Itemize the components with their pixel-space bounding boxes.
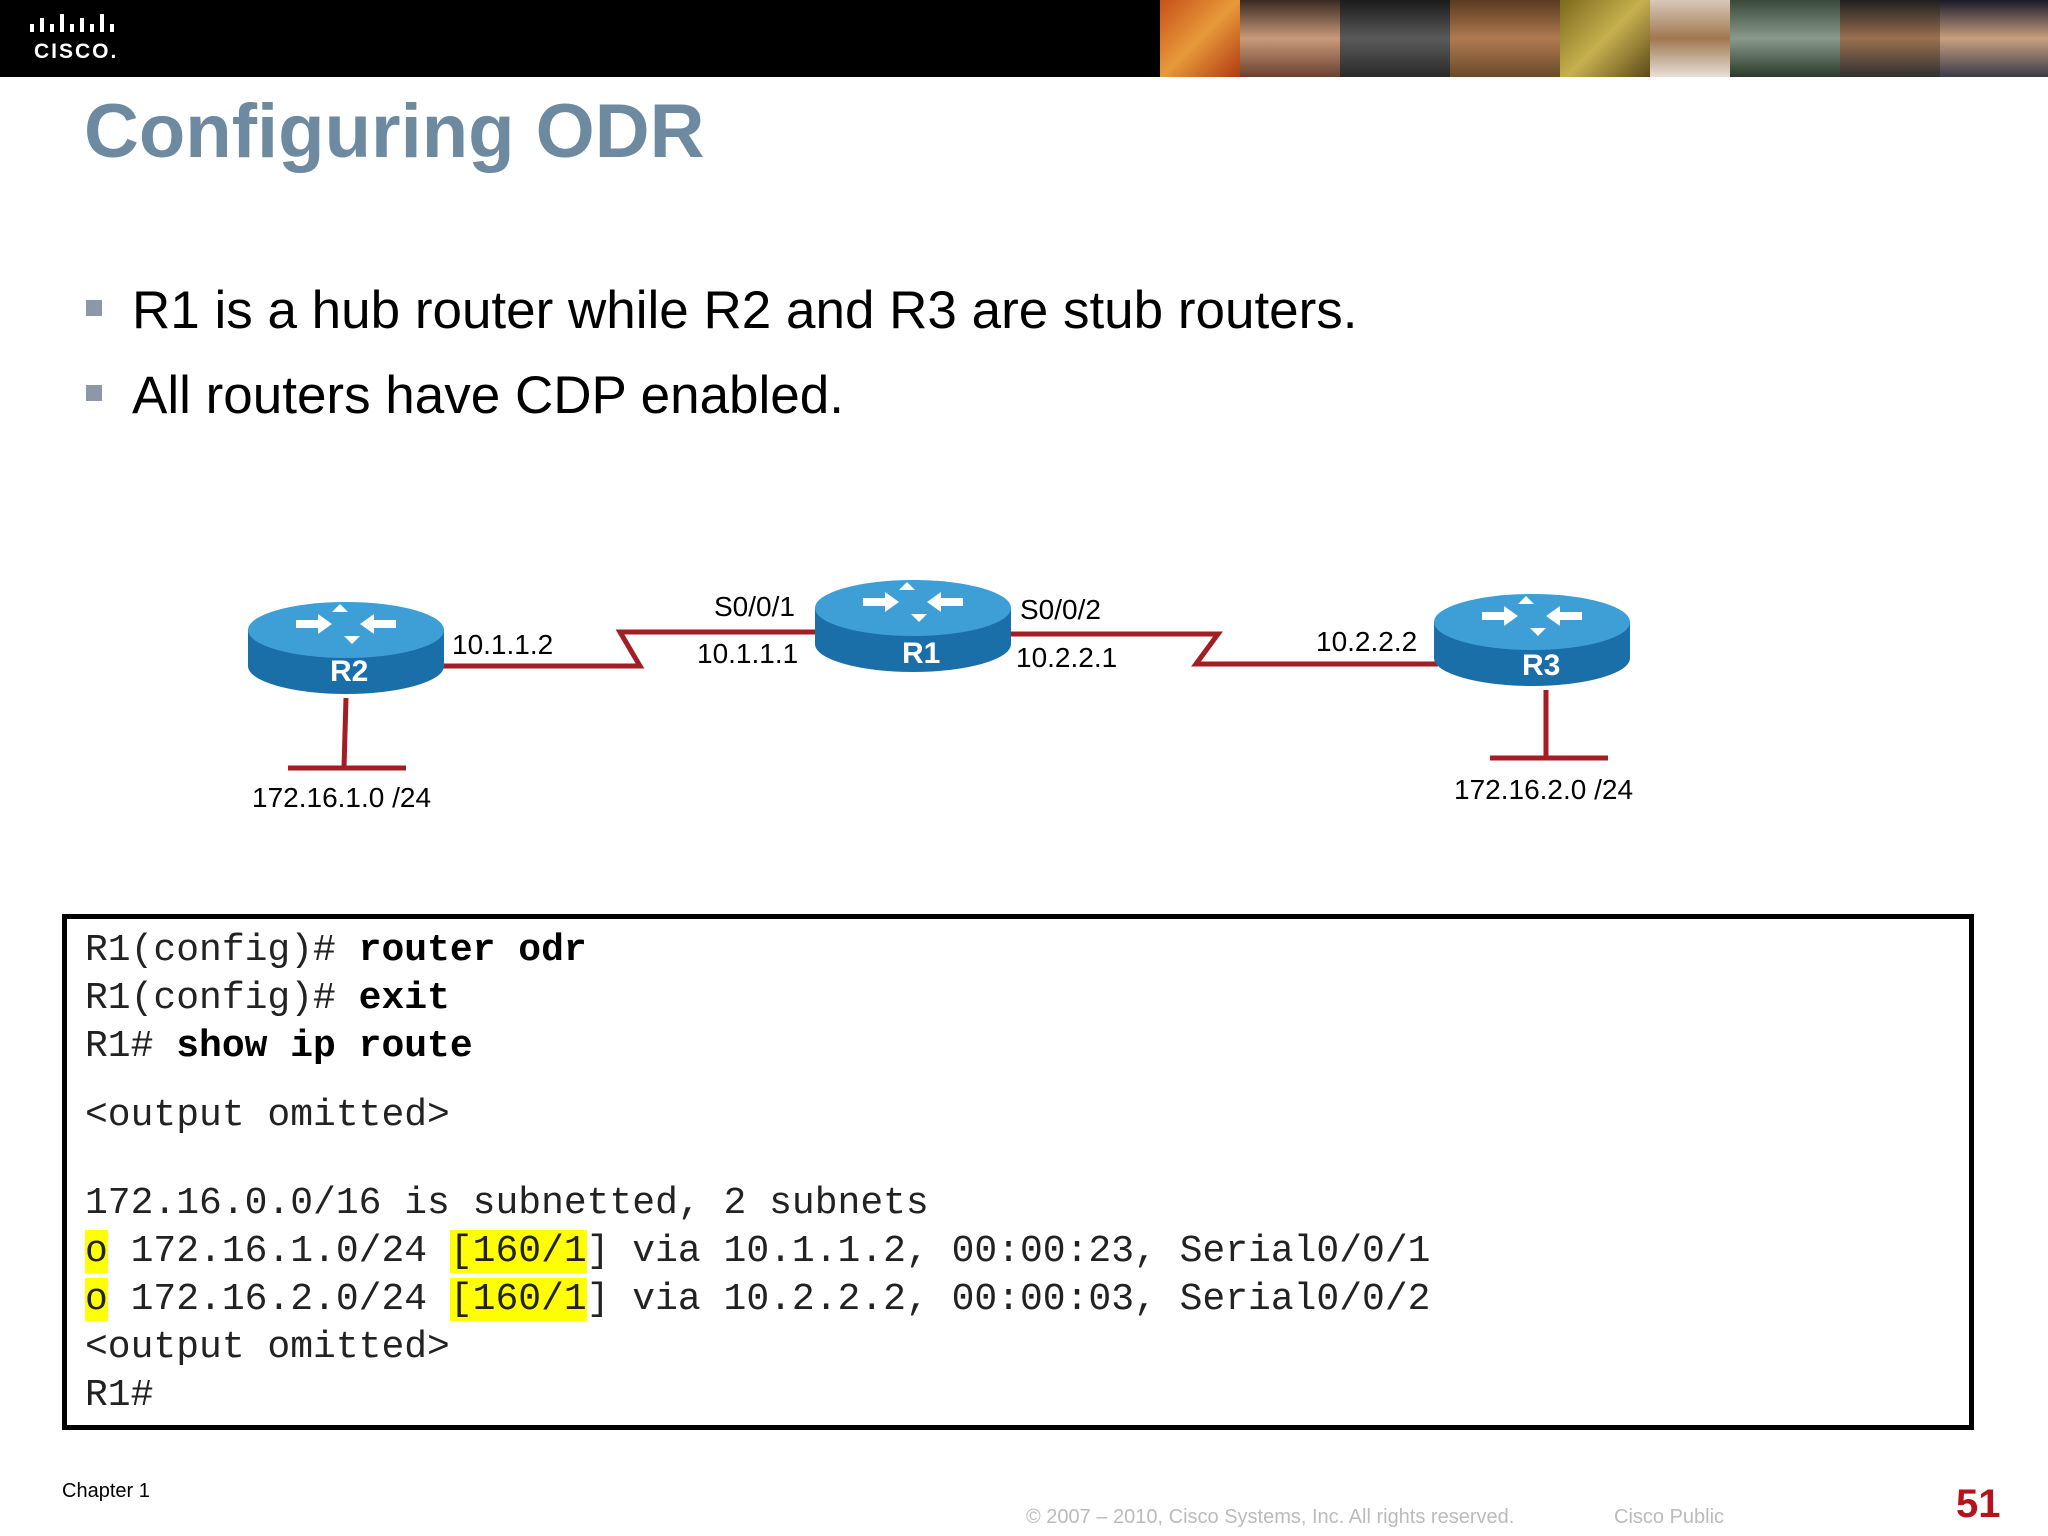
serial-link-r2-r1 xyxy=(442,629,818,669)
lan-r2-label: 172.16.1.0 /24 xyxy=(252,782,432,813)
cli-prompt: R1(config)# xyxy=(85,929,359,972)
r3-ip-label: 10.2.2.2 xyxy=(1316,626,1418,657)
cli-command: router odr xyxy=(358,929,587,972)
photo-tile xyxy=(1160,0,1240,77)
route-details: ] via 10.1.1.2, 00:00:23, Serial0/0/1 xyxy=(586,1230,1431,1273)
r1-ip2-label: 10.2.2.1 xyxy=(1016,642,1118,673)
photo-tile xyxy=(1560,0,1650,77)
photo-tile xyxy=(1840,0,1940,77)
admin-distance-highlight: [160/1 xyxy=(449,1278,587,1321)
route-network: 172.16.2.0/24 xyxy=(107,1278,450,1321)
photo-tile xyxy=(1940,0,2048,77)
cli-line: R1(config)# exit xyxy=(85,977,450,1020)
route-entry: o 172.16.2.0/24 [160/1] via 10.2.2.2, 00… xyxy=(85,1278,1430,1321)
page-number: 51 xyxy=(1956,1482,2001,1526)
route-entry: o 172.16.1.0/24 [160/1] via 10.1.1.2, 00… xyxy=(85,1230,1430,1273)
bullet-square-icon xyxy=(86,385,102,401)
router-r1-label: R1 xyxy=(902,637,941,670)
lan-drop-r2 xyxy=(341,697,349,769)
network-diagram: R2 R1 R3 10.1.1.2 S0/0/1 10.1.1.1 S0/0/2… xyxy=(0,560,2048,840)
r1-s001-label: S0/0/1 xyxy=(714,591,795,622)
admin-distance-highlight: [160/1 xyxy=(449,1230,587,1273)
router-r3-label: R3 xyxy=(1522,649,1561,682)
bullet-text: R1 is a hub router while R2 and R3 are s… xyxy=(132,281,1358,340)
cli-command: show ip route xyxy=(176,1025,473,1068)
photo-tile xyxy=(1450,0,1560,77)
router-r2-label: R2 xyxy=(330,655,369,688)
photo-tile xyxy=(1240,0,1340,77)
router-r3-icon xyxy=(1434,594,1630,686)
photo-tile xyxy=(1730,0,1840,77)
r1-ip1-label: 10.1.1.1 xyxy=(697,638,799,669)
r2-ip-label: 10.1.1.2 xyxy=(452,629,554,660)
bullet-square-icon xyxy=(86,300,102,316)
photo-tile xyxy=(1340,0,1450,77)
bullet-text: All routers have CDP enabled. xyxy=(132,366,844,425)
cli-prompt: R1(config)# xyxy=(85,977,359,1020)
classification-text: Cisco Public xyxy=(1614,1506,1725,1528)
cli-line: <output omitted> xyxy=(85,1326,450,1369)
cli-command: exit xyxy=(358,977,450,1020)
r1-s002-label: S0/0/2 xyxy=(1020,594,1101,625)
cli-prompt: R1# xyxy=(85,1025,177,1068)
bullet-item: All routers have CDP enabled. xyxy=(86,365,844,426)
cisco-bars-icon xyxy=(30,14,114,32)
cli-line: <output omitted> xyxy=(85,1094,450,1137)
people-photo-strip xyxy=(1160,0,2048,77)
copyright-text: © 2007 – 2010, Cisco Systems, Inc. All r… xyxy=(1026,1506,1515,1528)
route-details: ] via 10.2.2.2, 00:00:03, Serial0/0/2 xyxy=(586,1278,1431,1321)
serial-link-r1-r3 xyxy=(1008,631,1438,667)
top-banner: CISCO. xyxy=(0,0,2048,77)
lan-r3-label: 172.16.2.0 /24 xyxy=(1454,774,1634,805)
cli-line: R1# show ip route xyxy=(85,1025,473,1068)
route-code-highlight: o xyxy=(85,1230,108,1273)
topology-svg xyxy=(248,580,1630,771)
cli-output-box: R1(config)# router odr R1(config)# exit … xyxy=(62,914,1974,1430)
cisco-logo: CISCO. xyxy=(28,12,128,66)
cli-line: R1# xyxy=(85,1374,154,1417)
slide-title: Configuring ODR xyxy=(84,89,705,174)
photo-tile xyxy=(1650,0,1730,77)
cli-line: 172.16.0.0/16 is subnetted, 2 subnets xyxy=(85,1182,929,1225)
cisco-logo-text: CISCO. xyxy=(34,40,119,63)
chapter-label: Chapter 1 xyxy=(62,1480,150,1502)
bullet-item: R1 is a hub router while R2 and R3 are s… xyxy=(86,280,1358,341)
cli-line: R1(config)# router odr xyxy=(85,929,587,972)
route-code-highlight: o xyxy=(85,1278,108,1321)
route-network: 172.16.1.0/24 xyxy=(107,1230,450,1273)
router-r2-icon xyxy=(248,602,444,694)
router-r1-icon xyxy=(815,580,1011,672)
